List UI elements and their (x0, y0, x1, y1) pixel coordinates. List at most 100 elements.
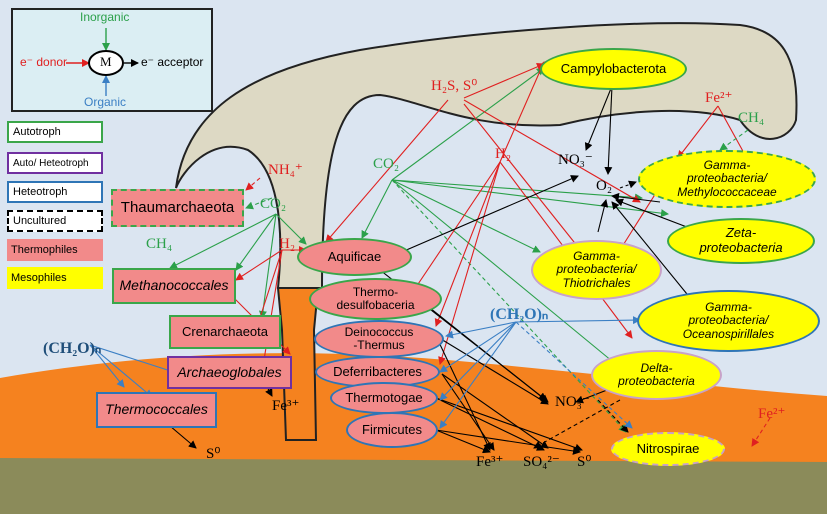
taxon-deltaproteobacteria: Delta- proteobacteria (591, 350, 722, 400)
arrow (435, 429, 491, 454)
inset-inorganic-label: Inorganic (80, 10, 130, 24)
arrow (751, 417, 771, 447)
legend-uncultured: Uncultured (7, 210, 103, 232)
chimney-plume (175, 22, 798, 289)
arrow (391, 179, 619, 367)
taxon-methanococcales: Methanococcales (112, 268, 236, 304)
sediment (0, 458, 827, 514)
taxon-gammaproteobacteria-thiotrichales: Gamma- proteobacteria/ Thiotrichales (531, 240, 662, 300)
arrow (245, 197, 273, 210)
chem-h2-left: H₂ (279, 236, 296, 252)
arrow (441, 373, 549, 449)
arrow (245, 177, 261, 191)
chem-so4: SO₄²⁻ (523, 454, 560, 470)
chem-ch2o-left: (CH₂O)ₙ (43, 340, 102, 357)
inset-m-circle (88, 50, 124, 76)
arrow (719, 129, 749, 151)
taxon-crenarchaeota: Crenarchaeota (169, 315, 281, 349)
taxon-gammaproteobacteria-oceanospirillales: Gamma- proteobacteria/ Oceanospirillales (637, 290, 820, 352)
arrow (499, 61, 545, 163)
taxon-thermotogae: Thermotogae (330, 382, 438, 414)
arrow (435, 335, 549, 405)
arrow (434, 161, 501, 327)
taxon-campylobacterota: Campylobacterota (540, 48, 687, 90)
arrow (604, 85, 613, 175)
legend-thermophiles: Thermophiles (7, 239, 103, 261)
chem-o2: O₂ (596, 178, 613, 194)
arrow (235, 213, 277, 271)
taxon-thermodesulfobacteria: Thermo- desulfobaceria (309, 278, 442, 320)
inset-center-label: M (100, 54, 112, 69)
chem-ch4-right: CH₄ (738, 110, 765, 126)
chem-no3-bottom: NO₃⁻ (555, 394, 590, 410)
arrow (391, 179, 643, 202)
arrow (619, 180, 637, 189)
inset-donor-label: e⁻ donor (20, 55, 68, 69)
arrow (391, 179, 627, 433)
arrow (515, 321, 633, 429)
arrow (405, 161, 501, 303)
arrow (89, 344, 181, 376)
chem-ch4-left: CH₄ (146, 236, 173, 252)
arrow (435, 397, 583, 452)
arrow (419, 299, 549, 403)
taxon-gammaproteobacteria-methylococcaceae: Gamma- proteobacteria/ Methylococcaceae (638, 150, 816, 208)
chem-s0-bottom: S⁰ (577, 454, 592, 470)
arrow (439, 321, 517, 373)
arrow (677, 105, 719, 159)
arrow (235, 249, 283, 281)
arrow (169, 425, 197, 449)
arrow (439, 321, 517, 401)
taxon-firmicutes: Firmicutes (346, 412, 438, 448)
arrow (533, 399, 621, 449)
arrow (89, 344, 125, 388)
legend-autotroph: Autotroph (7, 121, 103, 143)
taxon-archaeoglobales: Archaeoglobales (167, 356, 292, 389)
flux-arrows (89, 61, 771, 455)
chem-s0-left: S⁰ (206, 446, 221, 462)
chem-fe2-top: Fe²⁺ (705, 90, 733, 106)
arrow (515, 316, 641, 325)
arrow (611, 201, 701, 311)
arrow (275, 213, 307, 245)
arrow (325, 99, 449, 243)
chem-h2s-s0: H₂S, S⁰ (431, 78, 478, 94)
legend-auto-heterotroph: Auto/ Heteotroph (7, 152, 103, 174)
arrow (439, 321, 517, 429)
arrow (438, 161, 501, 365)
chem-ch2o-mid: (CH₂O)ₙ (490, 306, 549, 323)
arrow (463, 103, 583, 253)
chem-co2-mid: CO₂ (373, 156, 400, 172)
taxon-aquificae: Aquificae (297, 238, 412, 276)
legend-heterotroph: Heteotroph (7, 181, 103, 203)
arrow (445, 321, 517, 339)
arrow (89, 344, 153, 398)
inset-acceptor-label: e⁻ acceptor (141, 55, 204, 69)
arrow (391, 179, 541, 253)
chem-co2-left: CO₂ (260, 196, 287, 212)
arrow (169, 213, 277, 269)
taxon-thermococcales: Thermococcales (96, 392, 217, 428)
arrow (463, 99, 641, 203)
arrow (597, 399, 629, 433)
taxon-deinococcus-thermus: Deinococcus -Thermus (314, 320, 444, 358)
arrow (391, 67, 545, 181)
arrow (611, 192, 661, 203)
arrow (435, 429, 581, 455)
taxon-zetaproteobacteria: Zeta- proteobacteria (667, 218, 815, 264)
arrow (361, 179, 393, 239)
arrow (435, 397, 545, 451)
chem-nh4: NH₄⁺ (268, 162, 303, 178)
taxon-nitrospirae: Nitrospirae (611, 432, 725, 466)
arrow (463, 63, 545, 99)
chem-fe2-bottom: Fe²⁺ (758, 406, 786, 422)
arrow (259, 249, 283, 373)
chem-no3-top: NO₃⁻ (558, 152, 593, 168)
arrow (597, 199, 609, 233)
legend-mesophiles: Mesophiles (7, 267, 103, 289)
arrow (584, 85, 613, 151)
inset-organic-label: Organic (84, 95, 127, 109)
arrow (258, 213, 277, 319)
chem-fe3-bottom: Fe³⁺ (476, 454, 504, 470)
